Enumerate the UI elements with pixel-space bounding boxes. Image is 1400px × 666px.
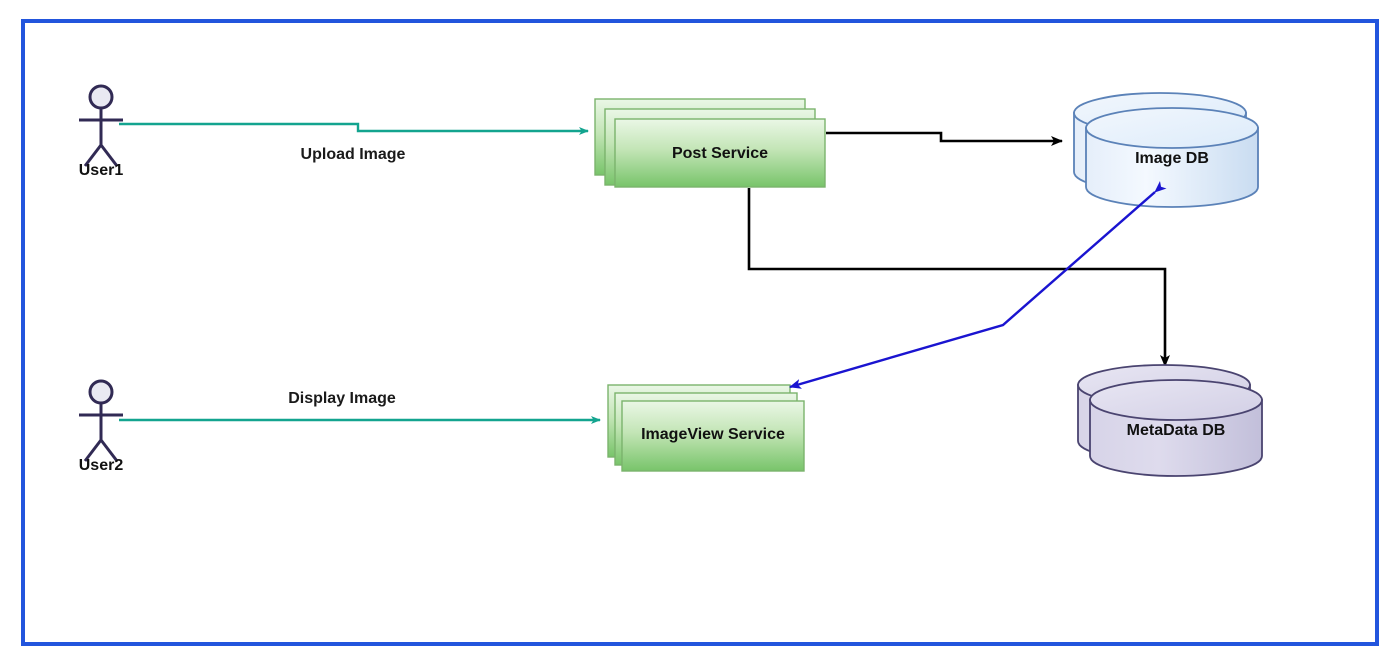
user2-head-icon [88, 379, 114, 405]
node-post-service[interactable] [594, 98, 826, 188]
edge-display-image-label: Display Image [288, 390, 396, 407]
actor-user1-label: User1 [78, 162, 124, 179]
edge-upload-image-label: Upload Image [300, 146, 406, 163]
user2-leg-left-icon [83, 439, 103, 462]
edge-post-to-image-db[interactable] [826, 131, 1063, 146]
node-image-db[interactable] [1073, 92, 1259, 208]
edge-image-db-to-imageview[interactable] [789, 180, 1167, 389]
post-service-stack-front [614, 118, 826, 188]
metadata-db-front-top [1089, 379, 1263, 421]
node-metadata-db[interactable] [1077, 364, 1263, 477]
node-imageview-service[interactable] [607, 384, 805, 472]
actor-user2[interactable] [79, 379, 123, 462]
user1-leg-right-icon [99, 144, 119, 167]
image-db-front-top [1085, 107, 1259, 149]
imageview-service-stack-front [621, 400, 805, 472]
diagram-border [21, 19, 1379, 646]
user1-head-icon [88, 84, 114, 110]
user1-leg-left-icon [83, 144, 103, 167]
metadata-db-front-body [1089, 399, 1263, 477]
edge-upload-image[interactable] [119, 122, 589, 135]
user2-leg-right-icon [99, 439, 119, 462]
actor-user1[interactable] [79, 84, 123, 167]
actor-user2-label: User2 [78, 457, 124, 474]
